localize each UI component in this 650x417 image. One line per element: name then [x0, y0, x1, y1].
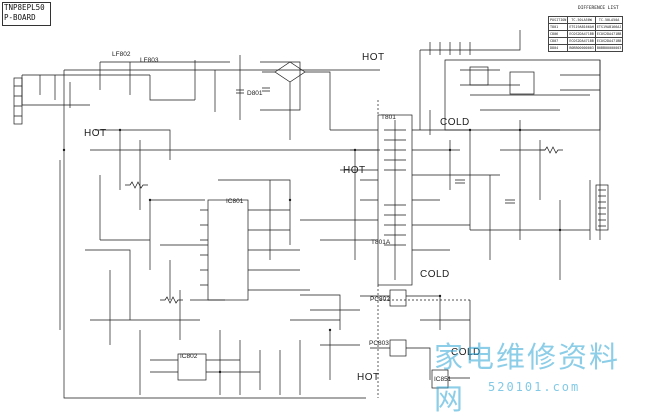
zone-cold-mid: COLD	[420, 269, 450, 280]
zone-hot-left: HOT	[84, 128, 107, 139]
difference-list-cell: ECOS2DA471BB	[594, 30, 624, 38]
difference-list-cell: ETS19AB166AJ	[594, 23, 624, 31]
ref-t801a: T801A	[371, 239, 391, 246]
difference-list-header-cell: POSITION	[547, 16, 569, 24]
difference-list-cell: ECOS2DA471BB	[567, 30, 596, 38]
ref-lf802: LF802	[112, 51, 131, 58]
difference-list-cell: D804	[547, 44, 569, 52]
difference-list-cell: T801	[547, 23, 569, 31]
difference-list-cell: ECOS2DA471BB	[594, 37, 624, 45]
board-name: P-BOARD	[4, 13, 36, 22]
ref-ic801: IC801	[226, 198, 244, 205]
zone-cold-bottom: COLD	[451, 347, 481, 358]
watermark-url: 520101.com	[488, 380, 581, 394]
ref-pc802: PC802	[370, 296, 390, 303]
ref-pc803: PC803	[369, 340, 389, 347]
ref-ic851: IC851	[434, 376, 452, 383]
difference-list-title: DIFFERENCE LIST	[578, 6, 619, 11]
zone-cold-top: COLD	[440, 117, 470, 128]
difference-list-cell: C807	[547, 37, 569, 45]
board-id-box: TNP8EPL50 P-BOARD	[2, 2, 51, 26]
difference-list-header-cell: TC-50LA50W	[567, 16, 596, 24]
difference-list-cell: C806	[547, 30, 569, 38]
board-model: TNP8EPL50	[4, 3, 45, 12]
difference-list-cell: B0BB00000003	[594, 44, 624, 52]
ref-ic802: IC802	[180, 353, 198, 360]
watermark-text: 家电维修资料网	[434, 340, 621, 416]
zone-hot-bottom: HOT	[357, 372, 380, 383]
difference-list-cell: ETS19AB166AH	[567, 23, 596, 31]
zone-hot-mid: HOT	[343, 165, 366, 176]
difference-list-cell: B0BB00000003	[567, 44, 596, 52]
difference-list-header-cell: TC-50LA50A	[594, 16, 624, 24]
ref-d801: D801	[247, 90, 263, 97]
zone-hot-top: HOT	[362, 52, 385, 63]
difference-list-cell: ECOS2DA471BB	[567, 37, 596, 45]
ref-lf803: LF803	[140, 57, 159, 64]
ref-t801: T801	[381, 114, 396, 121]
